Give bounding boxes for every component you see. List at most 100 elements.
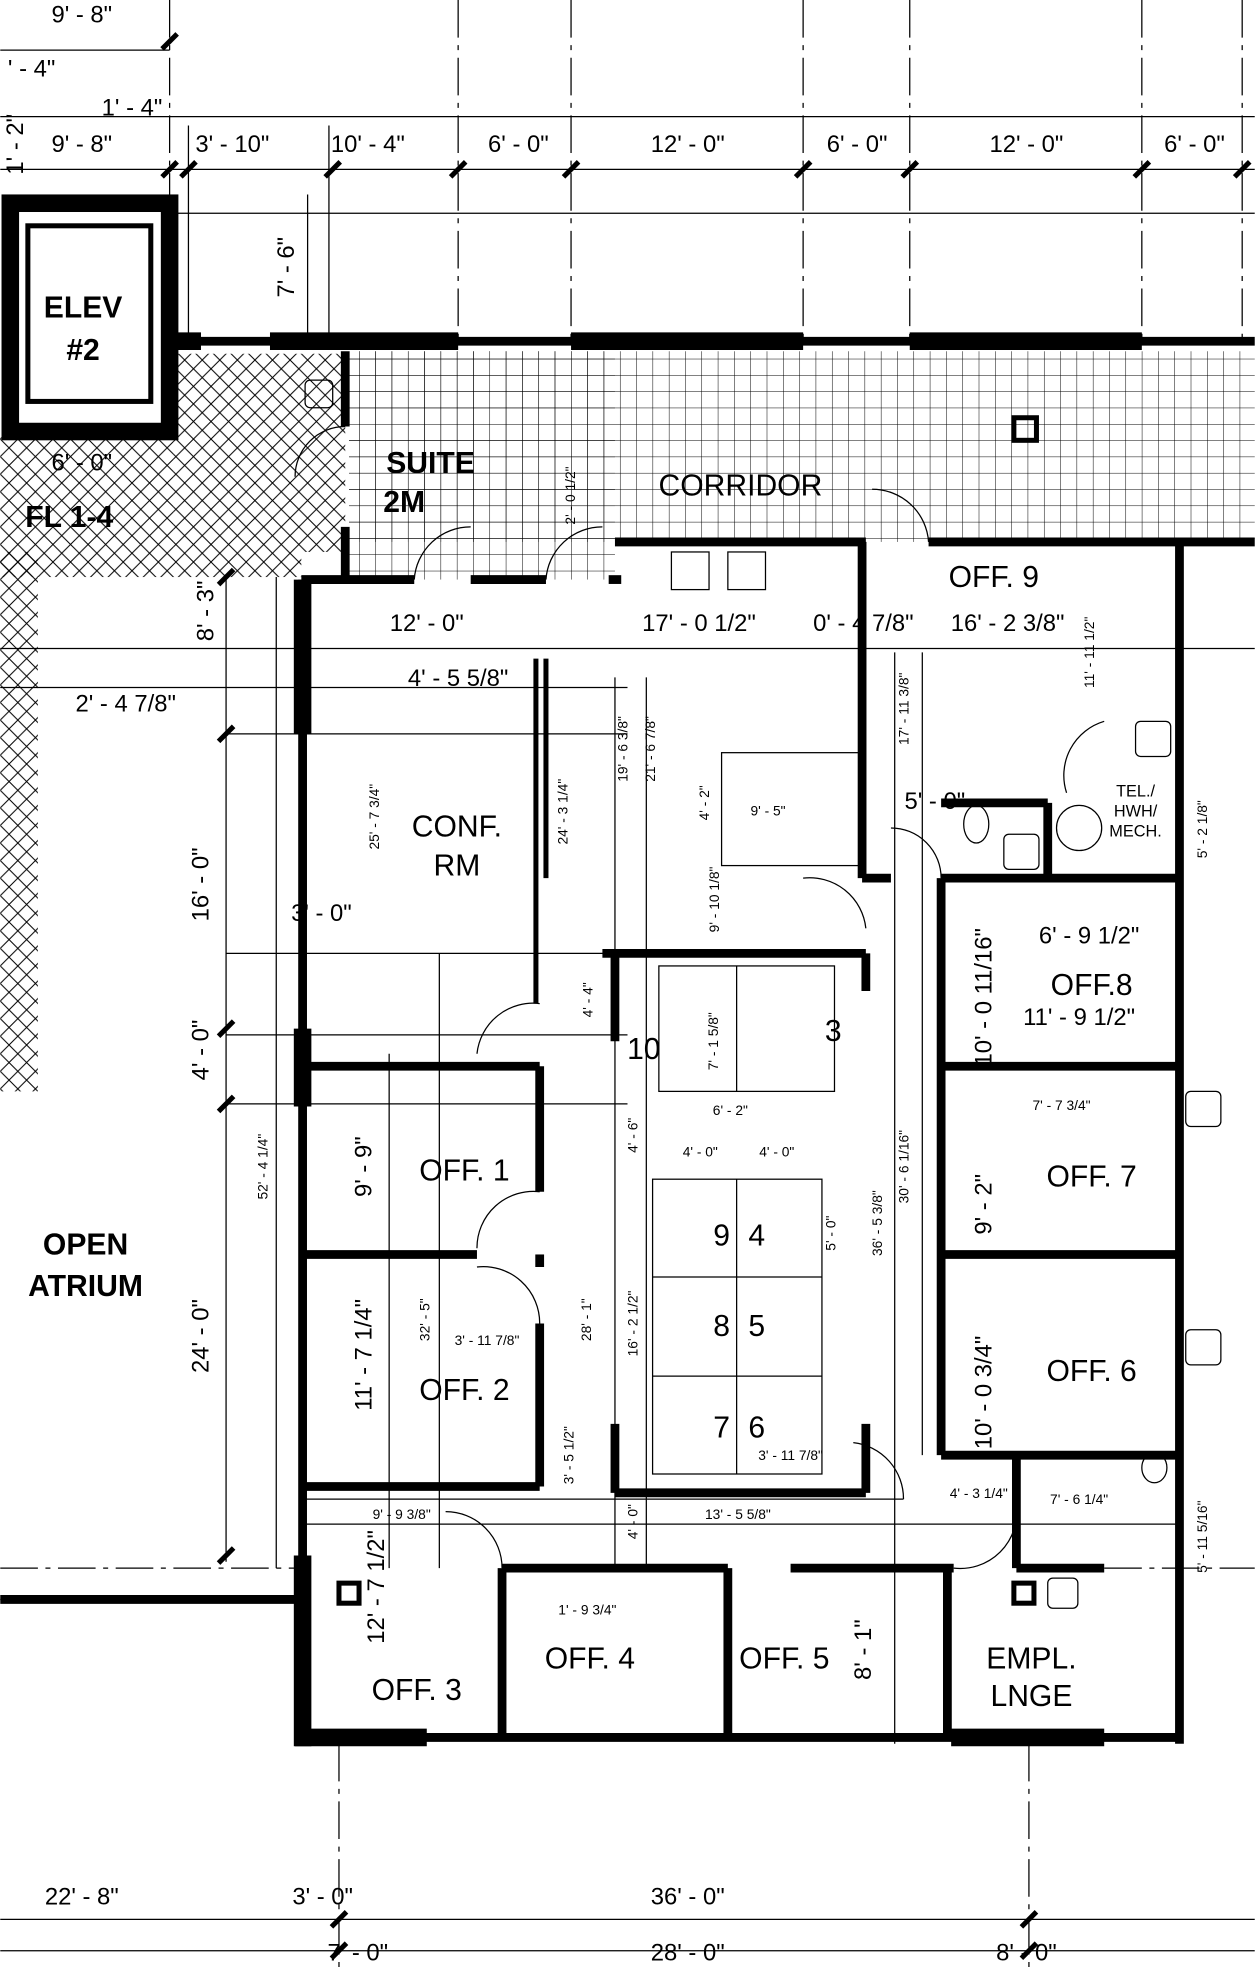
dimension-label: 5' - 0": [905, 788, 966, 815]
door-swings: [294, 425, 1105, 1570]
room-label-corridor: CORRIDOR: [658, 470, 822, 503]
dimension-label: 16' - 2 3/8": [951, 610, 1065, 637]
dimension-label: 28' - 0": [651, 1940, 725, 1967]
dimension-label: 0' - 4 7/8": [813, 610, 913, 637]
dimension-label: 4' - 0": [683, 1145, 718, 1160]
dimension-label: 9' - 5": [750, 803, 785, 818]
dimension-label: 1' - 9 3/4": [558, 1602, 616, 1617]
room-label-elevator-number: #2: [66, 334, 99, 367]
dimension-label: 6' - 2": [713, 1103, 748, 1118]
dimension-label: 12' - 0": [989, 131, 1063, 158]
room-label-hwh: HWH/: [1114, 803, 1158, 821]
dimension-label: 3' - 11 7/8": [455, 1333, 520, 1348]
workstation-number: 4: [748, 1220, 765, 1253]
workstation-number: 6: [748, 1412, 765, 1445]
dimension-label: 10' - 0 3/4": [970, 1336, 997, 1450]
dimension-label: 28' - 1": [579, 1298, 594, 1341]
dimension-label: 1' - 2": [2, 114, 29, 175]
walls: [0, 194, 1255, 1747]
dimension-label: 3' - 5 1/2": [562, 1426, 577, 1484]
dimension-label: 7' - 6 1/4": [1050, 1492, 1108, 1507]
dimension-label: 2' - 4 7/8": [75, 690, 175, 717]
dimension-label: 7' - 7 3/4": [1032, 1098, 1090, 1113]
room-label-mech: MECH.: [1109, 823, 1162, 841]
dimension-label: 7' - 6": [273, 237, 300, 298]
dimension-label: 9' - 10 1/8": [707, 866, 722, 932]
sink-icon: [1185, 1090, 1222, 1128]
room-label-off7: OFF. 7: [1047, 1161, 1137, 1194]
dimension-label: 6' - 9 1/2": [1039, 922, 1139, 949]
dimension-label: 9' - 2": [970, 1174, 997, 1235]
dimension-label: 6' - 0": [827, 131, 888, 158]
dimension-label: ' - 4": [8, 56, 55, 83]
dimension-label: 8' - 3": [193, 581, 220, 642]
sink-icon: [304, 379, 334, 409]
dimension-label: 10' - 4": [331, 131, 405, 158]
dimension-label: 1' - 4": [102, 94, 163, 121]
dimension-label: 22' - 8": [45, 1883, 119, 1910]
atrium-top-hatch: [0, 551, 302, 578]
dimension-label: 6' - 0": [1164, 131, 1225, 158]
atrium-edge-hatch: [0, 551, 38, 1092]
dimension-label: 6' - 0": [488, 131, 549, 158]
dimension-ticks: [160, 32, 1252, 1960]
dimension-label: 9' - 9": [351, 1136, 378, 1197]
toilet-icon: [963, 804, 990, 844]
dimension-label: 5' - 2 1/8": [1195, 800, 1210, 858]
dimension-label: 8' - 1": [850, 1619, 877, 1680]
dimension-label: 13' - 5 5/8": [705, 1507, 771, 1522]
dimension-label: 36' - 5 3/8": [870, 1190, 885, 1256]
room-label-off4: OFF. 4: [545, 1642, 635, 1675]
room-label-off5: OFF. 5: [739, 1642, 829, 1675]
room-label-atrium: ATRIUM: [28, 1270, 143, 1303]
dimension-label: 32' - 5": [417, 1298, 432, 1341]
dimension-label: 4' - 2": [697, 785, 712, 820]
workstation-cluster: [651, 551, 861, 1475]
dimension-label: 24' - 3 1/4": [555, 779, 570, 845]
dimension-label: 2' - 0 1/2": [563, 466, 578, 524]
label-floors: FL 1-4: [25, 501, 113, 534]
room-label-conf-rm: RM: [433, 850, 480, 883]
sink-icon: [1047, 1577, 1079, 1609]
dimension-label: 5' - 11 5/16": [1195, 1500, 1210, 1572]
dimension-label: 4' - 4": [580, 982, 595, 1017]
dimension-label: 7' - 1 5/8": [706, 1012, 721, 1070]
room-label-suite: SUITE: [386, 447, 475, 480]
dimension-label: 9' - 9 3/8": [373, 1507, 431, 1522]
room-label-off1: OFF. 1: [419, 1154, 509, 1187]
dimension-label: 3' - 0": [292, 1883, 353, 1910]
room-label-off8: OFF.8: [1051, 969, 1133, 1002]
column-icon: [1011, 1580, 1037, 1606]
workstation-number: 3: [825, 1015, 842, 1048]
workstation-number: 5: [748, 1310, 765, 1343]
dimension-label: 11' - 9 1/2": [1023, 1004, 1135, 1031]
room-label-open: OPEN: [43, 1228, 128, 1261]
dimension-label: 11' - 7 1/4": [351, 1299, 378, 1411]
dimension-label: 36' - 0": [651, 1883, 725, 1910]
toilet-icon: [1141, 1452, 1168, 1484]
dimension-label: 4' - 0": [626, 1504, 641, 1539]
room-label-off9: OFF. 9: [949, 561, 1039, 594]
room-label-lnge: LNGE: [990, 1680, 1072, 1713]
dimension-label: 52' - 4 1/4": [255, 1134, 270, 1200]
dimension-label: 9' - 8": [51, 131, 112, 158]
room-labels: ELEV #2 FL 1-4 SUITE 2M CORRIDOR OFF. 9 …: [25, 291, 1162, 1713]
room-label-off2: OFF. 2: [419, 1374, 509, 1407]
dimension-label: 5' - 0": [824, 1215, 839, 1250]
room-label-suite-number: 2M: [383, 486, 425, 519]
workstation-number: 8: [713, 1310, 730, 1343]
room-label-off6: OFF. 6: [1047, 1355, 1137, 1388]
sink-icon: [1185, 1329, 1222, 1366]
dimension-label: 25' - 7 3/4": [367, 784, 382, 850]
dimension-label: 16' - 2 1/2": [626, 1290, 641, 1356]
landing-hatch: [0, 432, 174, 552]
dimension-label: 3' - 0": [291, 900, 352, 927]
room-label-empl: EMPL.: [986, 1642, 1076, 1675]
dimension-label: 12' - 0": [651, 131, 725, 158]
column-icon: [336, 1580, 362, 1606]
room-label-elevator: ELEV: [44, 291, 123, 324]
dimension-label: 12' - 0": [390, 610, 464, 637]
dimension-label: 4' - 6": [626, 1118, 641, 1153]
workstation-number: 9: [713, 1220, 730, 1253]
